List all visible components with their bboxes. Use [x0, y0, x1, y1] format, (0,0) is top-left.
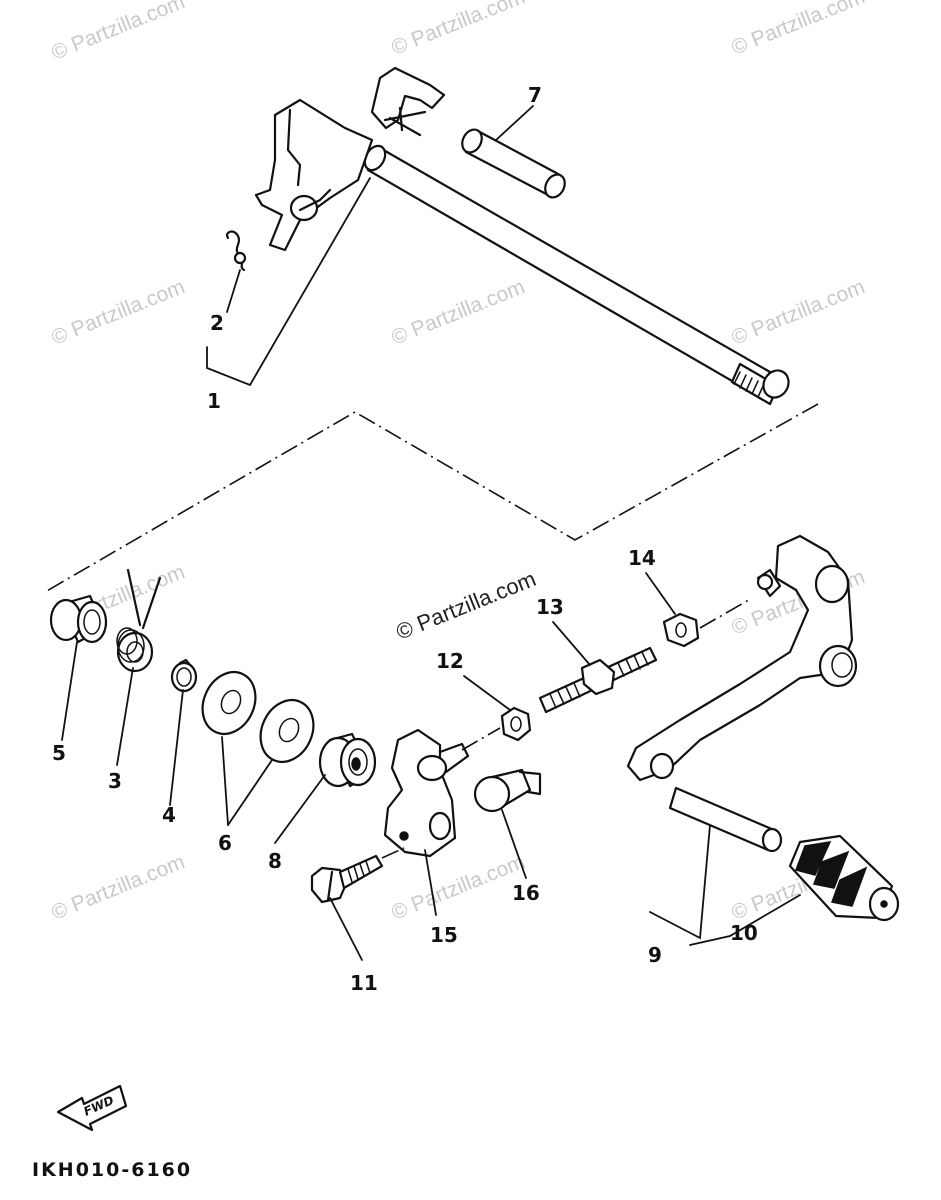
- callout-15: 15: [430, 923, 458, 947]
- shift-pedal-part-9: [626, 534, 858, 853]
- shift-claw: [370, 66, 446, 130]
- collar-part-7: [461, 128, 566, 199]
- bearing-part-8: [318, 732, 377, 788]
- callout-6: 6: [218, 831, 232, 855]
- drawing-code: IKH010-6160: [32, 1159, 192, 1181]
- watermark-3: © Partzilla.com: [728, 0, 868, 60]
- fwd-arrow-icon: FWD: [56, 1084, 128, 1132]
- callout-4: 4: [162, 803, 176, 827]
- leader-lines: [61, 105, 801, 961]
- watermark-5: © Partzilla.com: [388, 275, 528, 349]
- threaded-rod-part-13: [538, 646, 658, 714]
- nut-part-12: [461, 706, 532, 751]
- pivot-pin-part-16: [473, 768, 542, 813]
- watermark-10: © Partzilla.com: [388, 850, 528, 924]
- shift-arm-plate: [254, 98, 374, 252]
- callout-2: 2: [210, 311, 224, 335]
- watermark-1: © Partzilla.com: [48, 0, 188, 65]
- assembly-boundary-line: [44, 403, 819, 593]
- callout-9: 9: [648, 943, 662, 967]
- callout-3: 3: [108, 769, 122, 793]
- callout-16: 16: [512, 881, 540, 905]
- shift-shaft-assembly: [254, 66, 790, 406]
- callout-14: 14: [628, 546, 656, 570]
- watermark-4: © Partzilla.com: [48, 275, 188, 349]
- callout-5: 5: [52, 741, 66, 765]
- callout-8: 8: [268, 849, 282, 873]
- callout-12: 12: [436, 649, 464, 673]
- spring-part-2: [226, 230, 247, 272]
- callout-7: 7: [528, 83, 542, 107]
- watermark-layer: © Partzilla.com © Partzilla.com © Partzi…: [48, 0, 868, 925]
- bolt-part-11: [310, 847, 405, 904]
- callout-13: 13: [536, 595, 564, 619]
- watermark-9: © Partzilla.com: [48, 850, 188, 924]
- watermark-6: © Partzilla.com: [728, 275, 868, 349]
- collar-part-5: [49, 594, 108, 644]
- callout-labels: 1 2 3 4 5 6 7 8 9 10 11 12 13 14 15 16: [52, 83, 758, 995]
- nut-part-14: [662, 597, 753, 648]
- circlip-part-4: [170, 658, 198, 693]
- pedal-rubber-part-10: [788, 834, 900, 922]
- lever-block-part-15: [383, 728, 470, 858]
- washers-part-6: [201, 671, 315, 763]
- watermark-center: © Partzilla.com: [393, 566, 540, 645]
- callout-1: 1: [207, 389, 221, 413]
- shift-shaft: [366, 146, 772, 398]
- torsion-spring-part-3: [116, 568, 162, 673]
- watermark-2: © Partzilla.com: [388, 0, 528, 60]
- callout-11: 11: [350, 971, 378, 995]
- callout-10: 10: [730, 921, 758, 945]
